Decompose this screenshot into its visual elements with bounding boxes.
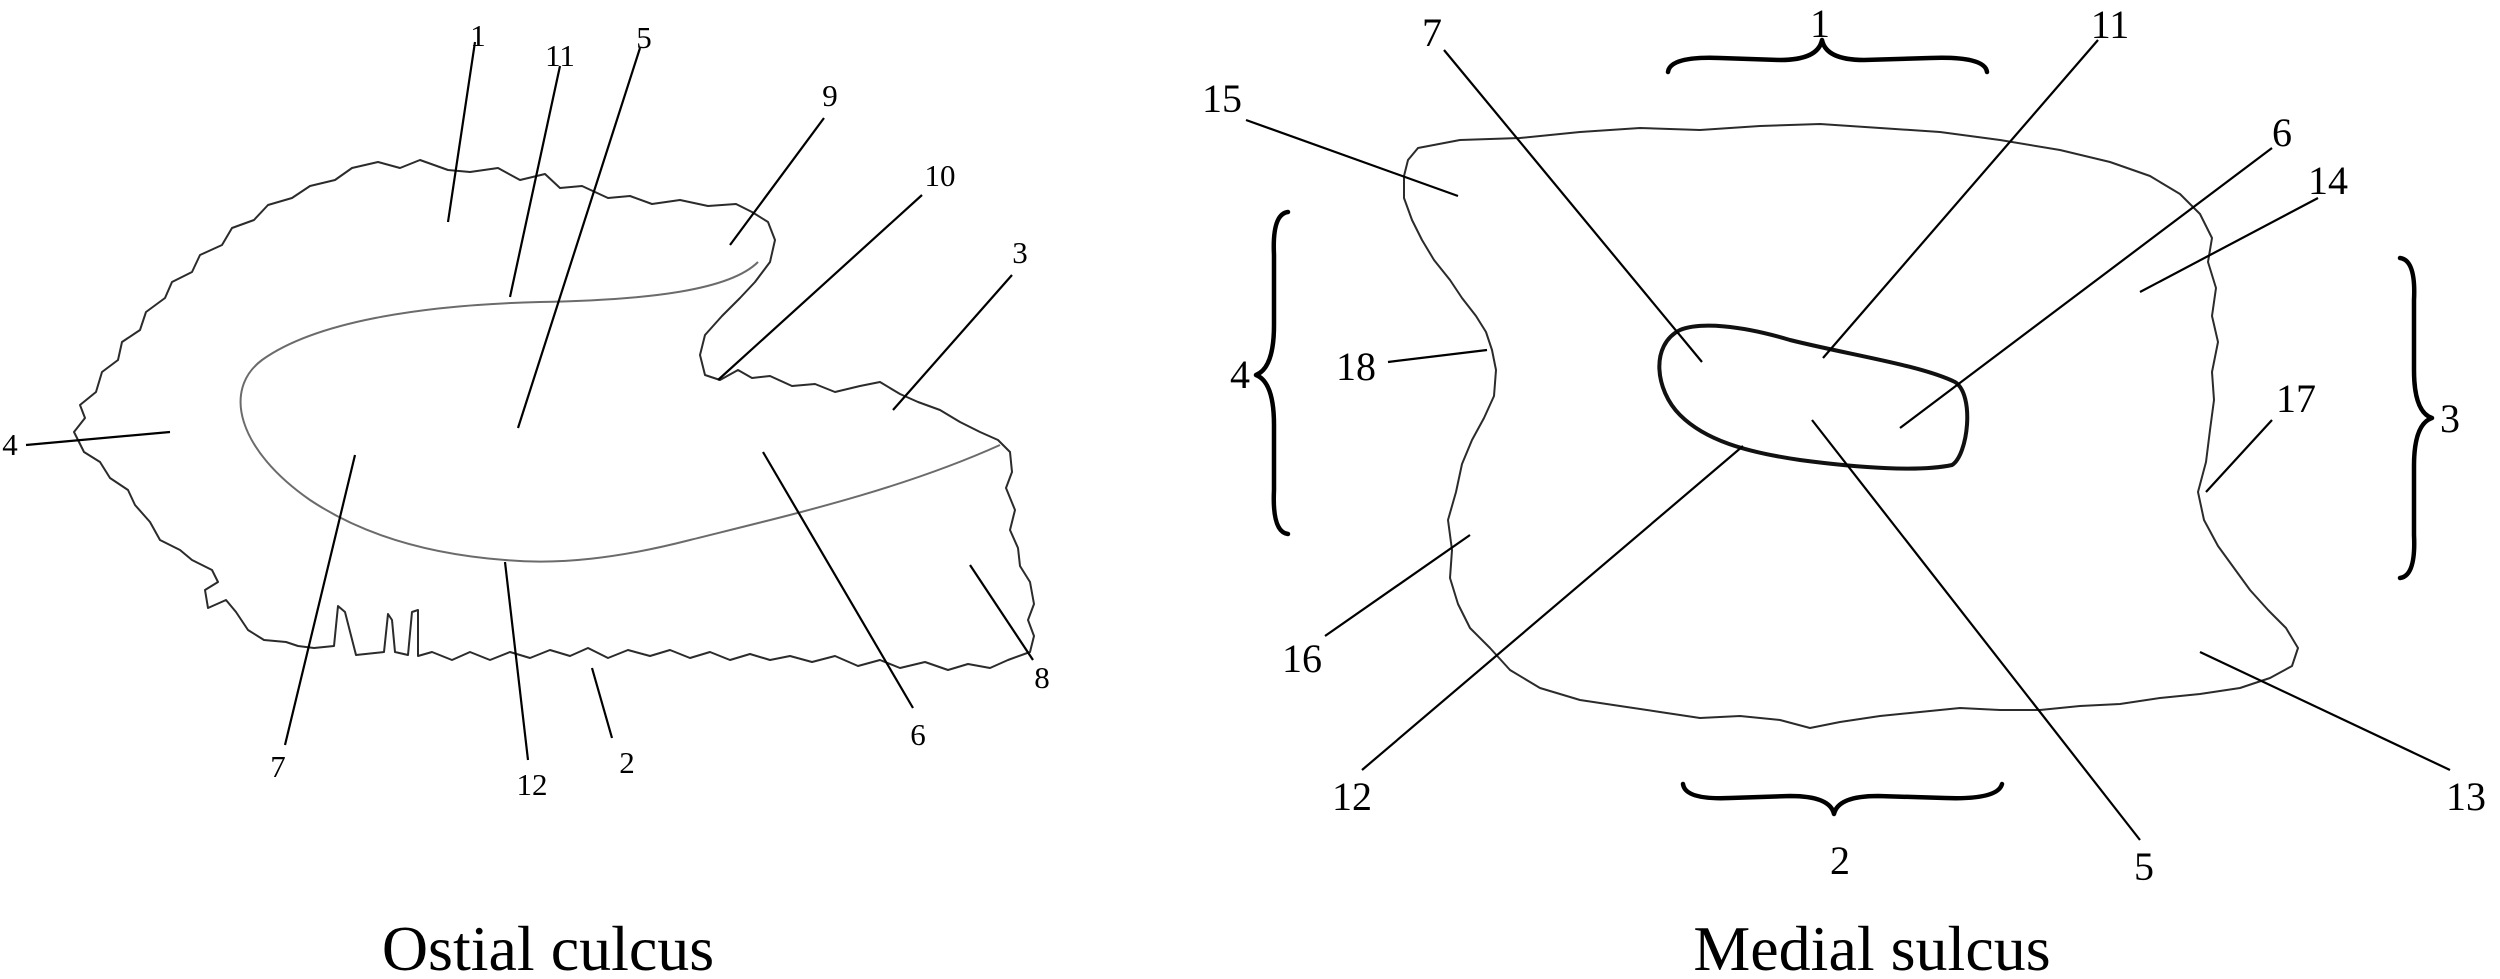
ostial-caption: Ostial culcus bbox=[382, 913, 714, 979]
ostial-leader-9 bbox=[729, 117, 825, 246]
ostial-leader-2 bbox=[590, 667, 614, 739]
medial-label-15: 15 bbox=[1202, 76, 1242, 121]
medial-brace-1 bbox=[1665, 37, 1990, 75]
medial-leader-18 bbox=[1387, 348, 1488, 364]
medial-label-18: 18 bbox=[1336, 344, 1376, 389]
medial-label-3: 3 bbox=[2440, 396, 2460, 441]
ostial-label-3: 3 bbox=[1012, 235, 1028, 270]
medial-leader-16 bbox=[1324, 534, 1471, 637]
medial-brace-4 bbox=[1253, 209, 1291, 537]
ostial-label-1: 1 bbox=[470, 18, 486, 53]
medial-sulcus-outline bbox=[1657, 323, 1970, 471]
ostial-label-12: 12 bbox=[517, 767, 548, 802]
medial-label-17: 17 bbox=[2276, 376, 2316, 421]
medial-label-1: 1 bbox=[1810, 1, 1830, 46]
ostial-label-5: 5 bbox=[636, 20, 652, 55]
ostial-leader-11 bbox=[508, 65, 562, 298]
medial-leader-7 bbox=[1443, 49, 1703, 363]
medial-leader-15 bbox=[1245, 118, 1459, 198]
medial-leader-6 bbox=[1899, 147, 2273, 429]
medial-label-4: 4 bbox=[1230, 352, 1250, 397]
ostial-otolith-outline bbox=[73, 159, 1035, 671]
medial-label-7: 7 bbox=[1422, 10, 1442, 55]
medial-leader-11 bbox=[1822, 39, 2099, 359]
medial-label-6: 6 bbox=[2272, 110, 2292, 155]
ostial-label-2: 2 bbox=[619, 745, 635, 780]
medial-otolith-outline bbox=[1403, 123, 2299, 729]
medial-brace-3 bbox=[2397, 255, 2435, 581]
ostial-leader-6 bbox=[762, 451, 914, 709]
ostial-sulcus-contour bbox=[239, 261, 1001, 563]
ostial-leader-4 bbox=[25, 430, 171, 447]
medial-caption: Medial sulcus bbox=[1693, 913, 2050, 979]
ostial-label-6: 6 bbox=[910, 717, 926, 752]
medial-label-2: 2 bbox=[1830, 838, 1850, 883]
medial-label-14: 14 bbox=[2308, 158, 2348, 203]
medial-label-13: 13 bbox=[2446, 774, 2486, 819]
ostial-leader-7 bbox=[283, 454, 357, 746]
medial-leader-17 bbox=[2205, 419, 2273, 493]
ostial-label-10: 10 bbox=[925, 158, 956, 193]
ostial-leader-8 bbox=[969, 564, 1034, 661]
ostial-leader-12 bbox=[503, 561, 530, 761]
ostial-label-11: 11 bbox=[545, 38, 575, 73]
ostial-leader-1 bbox=[446, 41, 477, 223]
medial-leader-12 bbox=[1361, 445, 1744, 771]
medial-figure: 1 2 3 4 5 6 7 11 12 13 14 15 16 17 18 Me… bbox=[1202, 1, 2486, 979]
medial-brace-2 bbox=[1680, 781, 2005, 817]
medial-label-16: 16 bbox=[1282, 636, 1322, 681]
ostial-label-9: 9 bbox=[822, 78, 838, 113]
ostial-figure: 1 2 3 4 5 6 7 8 9 10 11 12 Ostial culcus bbox=[2, 18, 1050, 979]
medial-label-5: 5 bbox=[2134, 844, 2154, 889]
medial-leader-13 bbox=[2199, 651, 2451, 771]
ostial-label-4: 4 bbox=[2, 427, 18, 462]
medial-label-12: 12 bbox=[1332, 774, 1372, 819]
ostial-label-7: 7 bbox=[270, 749, 286, 784]
ostial-leader-10 bbox=[717, 194, 923, 381]
medial-leader-5 bbox=[1811, 419, 2141, 841]
medial-leader-14 bbox=[2139, 197, 2319, 293]
ostial-label-8: 8 bbox=[1034, 660, 1050, 695]
medial-label-11: 11 bbox=[2091, 2, 2130, 47]
ostial-leader-3 bbox=[892, 274, 1013, 411]
ostial-leader-5 bbox=[516, 47, 642, 429]
